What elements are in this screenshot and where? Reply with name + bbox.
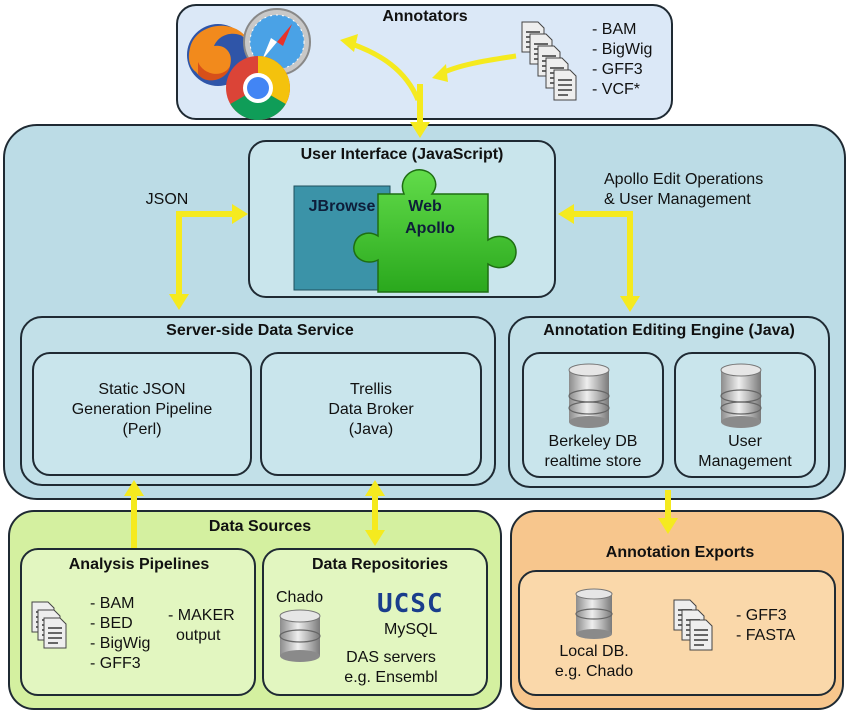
format-item: - VCF*: [592, 81, 640, 98]
trellis-line: Data Broker: [328, 401, 414, 418]
berkeley-line: Berkeley DB: [548, 433, 638, 450]
web-label: Web: [408, 198, 442, 215]
format-item: - BigWig: [90, 635, 151, 652]
local-db-line: Local DB.: [559, 643, 629, 660]
maker-line: - MAKER: [168, 607, 235, 624]
format-item: - BAM: [90, 595, 135, 612]
editing-engine-title: Annotation Editing Engine (Java): [543, 322, 795, 339]
format-item: - BED: [90, 615, 133, 632]
data-sources-title: Data Sources: [208, 518, 312, 535]
berkeley-line: realtime store: [544, 453, 642, 470]
ucsc-logo: UCSC: [377, 589, 444, 619]
export-files-icon: [673, 599, 713, 651]
format-item: - FASTA: [736, 627, 796, 644]
annotation-exports-title: Annotation Exports: [605, 544, 755, 561]
ucsc-logo-text: UCSC: [377, 589, 444, 619]
maker-line: output: [176, 627, 221, 644]
server-side-title: Server-side Data Service: [166, 322, 354, 339]
exports-inner-box: [518, 570, 836, 696]
trellis-line: Trellis: [349, 381, 393, 398]
trellis-line: (Java): [348, 421, 394, 438]
static-json-label: Static JSON Generation Pipeline (Perl): [36, 380, 248, 440]
user-interface-title: User Interface (JavaScript): [300, 146, 504, 163]
analysis-files-icon: [31, 601, 67, 649]
annotator-formats: - BAM - BigWig - GFF3 - VCF*: [592, 20, 652, 100]
das-label: DAS servers e.g. Ensembl: [326, 648, 456, 688]
edit-ops-line: Apollo Edit Operations: [604, 171, 764, 188]
local-db-label: Local DB. e.g. Chado: [534, 642, 654, 682]
chado-label: Chado: [276, 589, 324, 606]
static-json-line: Static JSON: [98, 381, 186, 398]
user-mgmt-line: Management: [698, 453, 792, 470]
maker-output: - MAKER output: [168, 606, 235, 646]
chado-db-icon: [279, 609, 321, 662]
annotators-title: Annotators: [382, 8, 468, 25]
static-json-box: [32, 352, 252, 476]
format-item: - BAM: [592, 21, 637, 38]
data-repositories-title: Data Repositories: [311, 556, 449, 573]
trellis-box: [260, 352, 482, 476]
json-label: JSON: [145, 191, 189, 208]
edit-ops-line: & User Management: [604, 191, 751, 208]
das-line: e.g. Ensembl: [344, 669, 438, 686]
chrome-icon: [226, 56, 290, 120]
berkeley-label: Berkeley DB realtime store: [524, 432, 662, 472]
web-apollo-puzzle: [353, 169, 517, 293]
format-item: - BigWig: [592, 41, 653, 58]
static-json-line: Generation Pipeline: [71, 401, 213, 418]
analysis-formats: - BAM - BED - BigWig - GFF3: [90, 594, 150, 674]
mysql-label: MySQL: [384, 621, 438, 638]
static-json-line: (Perl): [122, 421, 162, 438]
format-item: - GFF3: [90, 655, 141, 672]
user-management-label: User Management: [676, 432, 814, 472]
edit-operations-label: Apollo Edit Operations & User Management: [604, 170, 824, 210]
local-db-icon: [575, 588, 613, 639]
user-mgmt-line: User: [728, 433, 762, 450]
jbrowse-label: JBrowse: [308, 198, 376, 215]
apollo-label: Apollo: [405, 220, 455, 237]
export-formats: - GFF3 - FASTA: [736, 606, 795, 646]
user-management-db-icon: [720, 363, 762, 428]
berkeley-db-icon: [568, 363, 610, 428]
arrows: [124, 34, 678, 548]
trellis-label: Trellis Data Broker (Java): [264, 380, 478, 440]
analysis-pipelines-title: Analysis Pipelines: [68, 556, 210, 573]
annotator-files-icon: [521, 21, 577, 101]
das-line: DAS servers: [346, 649, 436, 666]
format-item: - GFF3: [592, 61, 643, 78]
local-db-line: e.g. Chado: [554, 663, 634, 680]
format-item: - GFF3: [736, 607, 787, 624]
